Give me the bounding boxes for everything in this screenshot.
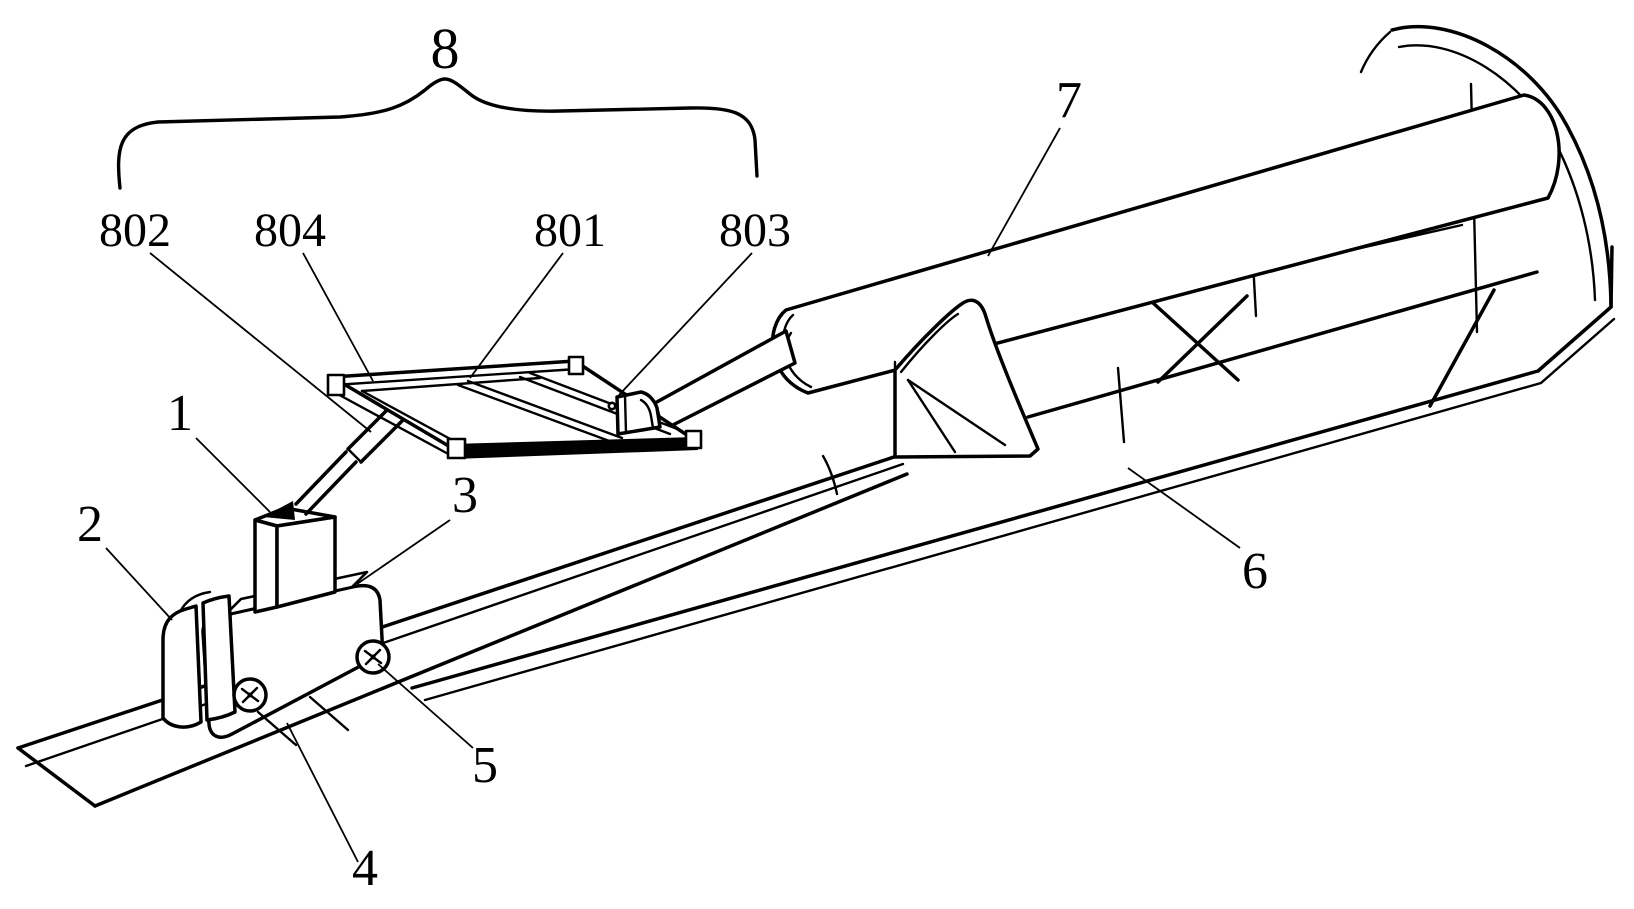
- clamp-assembly: [161, 506, 391, 739]
- plate-thick-edge: [451, 437, 698, 459]
- leader-line-3: [356, 519, 451, 585]
- leader-line-802: [149, 252, 372, 433]
- post-part-1: [253, 506, 337, 614]
- leader-line-2: [105, 547, 173, 621]
- annotations: 8 802 804 801 803 7 1 2 3 6 5 4: [77, 16, 1268, 897]
- plate-corner-block: [446, 437, 467, 460]
- plate-corner-block: [684, 429, 703, 450]
- label-6: 6: [1242, 543, 1268, 600]
- leader-line-1: [195, 437, 271, 513]
- leader-line-803: [618, 252, 753, 396]
- leader-line-804: [302, 252, 374, 382]
- mount-block-part-803: [607, 390, 662, 436]
- group-brace-8: [116, 77, 759, 190]
- label-2: 2: [77, 496, 103, 553]
- label-1: 1: [167, 385, 193, 442]
- cylinder-part-7: [770, 93, 1561, 395]
- label-5: 5: [472, 737, 498, 794]
- leader-line-4: [286, 722, 359, 863]
- label-803: 803: [719, 204, 791, 257]
- plate-corner-block: [326, 373, 346, 397]
- plate-804-inner-edge: [360, 376, 542, 393]
- bolt-front: [232, 677, 268, 713]
- rod-tip-arrow: [263, 501, 295, 520]
- leader-line-6: [1127, 467, 1241, 549]
- label-8: 8: [431, 16, 460, 81]
- jaw-plate-inner-part-2: [201, 594, 237, 722]
- plate-assembly-part-8: [326, 355, 703, 460]
- leader-line-801: [469, 252, 564, 379]
- support-braces: [1116, 260, 1496, 444]
- label-804: 804: [254, 204, 326, 257]
- piston-rod: [653, 329, 797, 432]
- rail-ticks: [256, 695, 350, 747]
- label-3: 3: [452, 467, 478, 524]
- jaw-plate-outer-part-2: [161, 604, 203, 729]
- bolt-part-5: [355, 639, 391, 675]
- label-7: 7: [1056, 72, 1082, 129]
- gusset-fin: [893, 298, 1040, 459]
- label-802: 802: [99, 204, 171, 257]
- leader-line-5: [377, 663, 474, 749]
- plate-corner-block: [567, 355, 585, 376]
- label-4: 4: [352, 840, 378, 897]
- leader-line-7: [987, 127, 1061, 257]
- label-801: 801: [534, 204, 606, 257]
